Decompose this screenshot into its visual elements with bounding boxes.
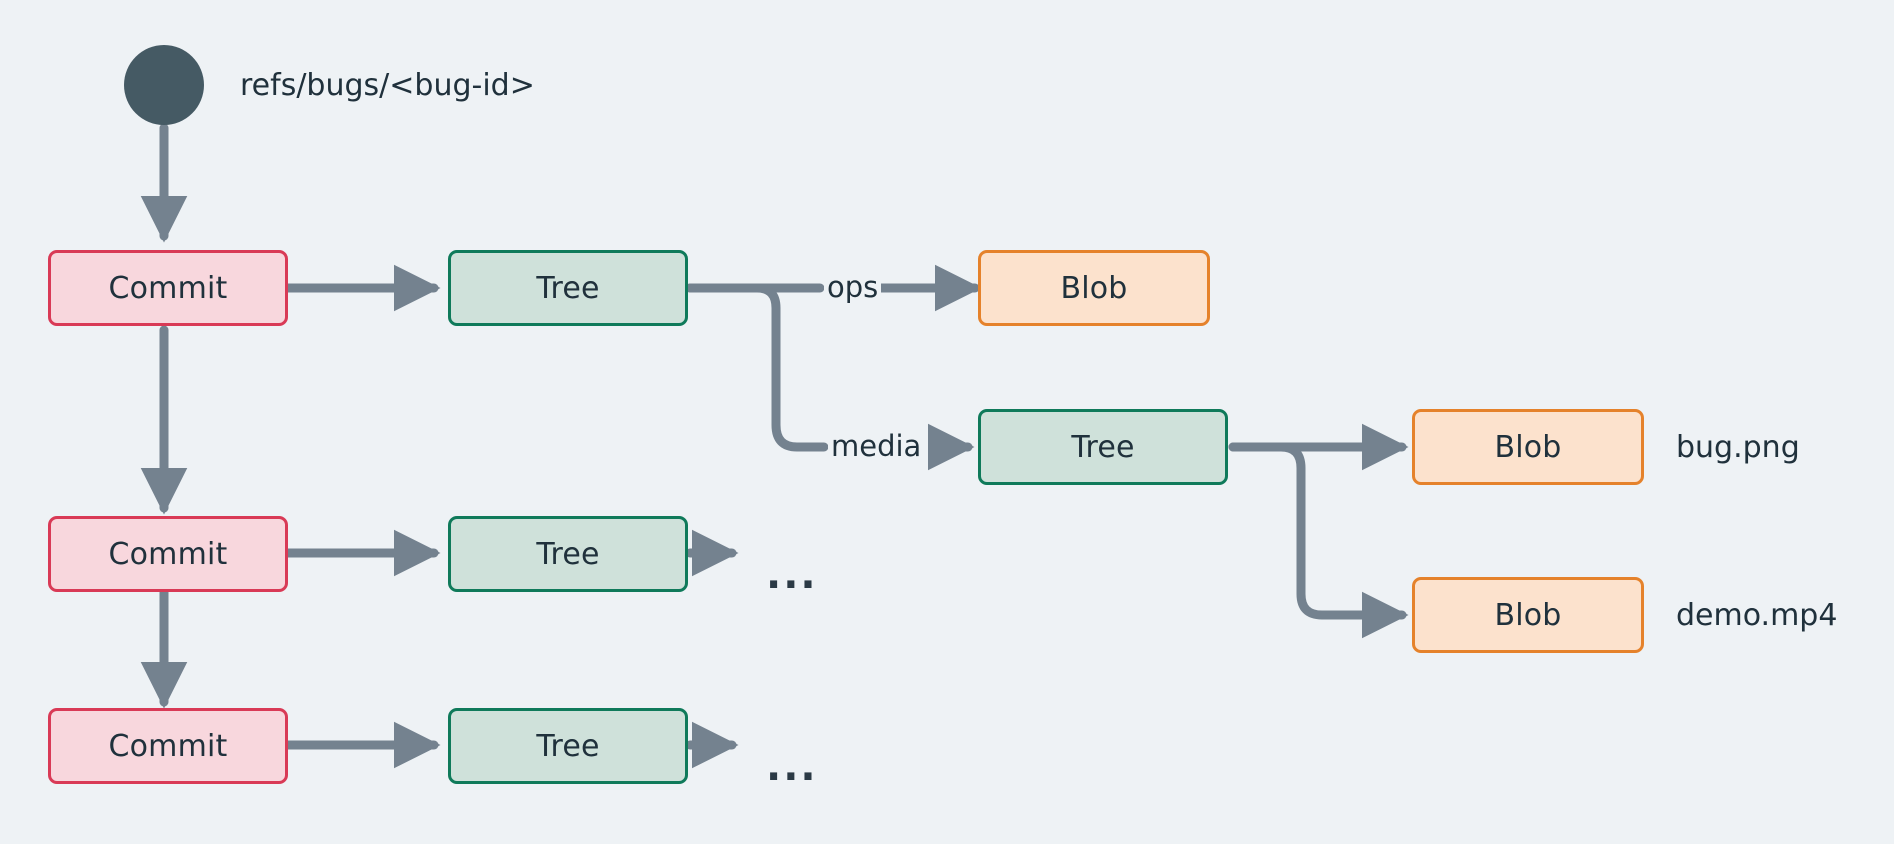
node-blob-demo-mp4[interactable]: Blob	[1412, 577, 1644, 653]
node-blob-ops[interactable]: Blob	[978, 250, 1210, 326]
ellipsis-tree-3: ...	[766, 744, 818, 790]
ellipsis-tree-2: ...	[766, 552, 818, 598]
node-blob-bug-png[interactable]: Blob	[1412, 409, 1644, 485]
node-tree-3-label: Tree	[536, 728, 600, 764]
edge-label-ops: ops	[824, 270, 882, 304]
edge-mediatree-to-demomp4	[1228, 442, 1409, 639]
node-blob-ops-label: Blob	[1060, 270, 1128, 306]
edge-tree1-to-media	[685, 283, 829, 452]
ref-pointer-label: refs/bugs/<bug-id>	[240, 68, 535, 103]
ref-pointer-circle[interactable]	[124, 45, 204, 125]
node-tree-1[interactable]: Tree	[448, 250, 688, 326]
node-tree-3[interactable]: Tree	[448, 708, 688, 784]
node-blob-demo-mp4-label: Blob	[1494, 597, 1562, 633]
node-blob-bug-png-label: Blob	[1494, 429, 1562, 465]
file-label-demo-mp4: demo.mp4	[1676, 598, 1838, 633]
node-commit-1-label: Commit	[108, 270, 228, 306]
node-tree-2[interactable]: Tree	[448, 516, 688, 592]
node-tree-1-label: Tree	[536, 270, 600, 306]
node-tree-media-label: Tree	[1071, 429, 1135, 465]
node-commit-2[interactable]: Commit	[48, 516, 288, 592]
node-tree-2-label: Tree	[536, 536, 600, 572]
file-label-bug-png: bug.png	[1676, 430, 1800, 465]
edge-label-media: media	[828, 429, 925, 463]
node-commit-1[interactable]: Commit	[48, 250, 288, 326]
node-commit-3-label: Commit	[108, 728, 228, 764]
node-commit-2-label: Commit	[108, 536, 228, 572]
node-tree-media[interactable]: Tree	[978, 409, 1228, 485]
node-commit-3[interactable]: Commit	[48, 708, 288, 784]
